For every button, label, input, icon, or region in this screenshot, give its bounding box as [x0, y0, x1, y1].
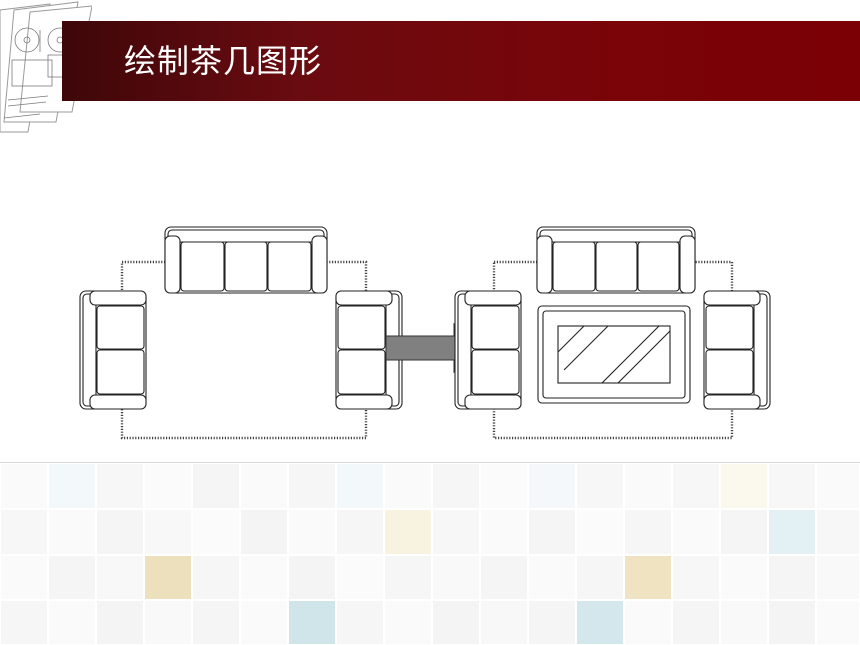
- three-seat-sofa: [164, 226, 328, 294]
- sofa-layout-with-table: [454, 226, 771, 440]
- sofa-layout-without-table: [79, 226, 403, 440]
- three-seat-sofa: [536, 226, 696, 294]
- title-bar: [62, 21, 860, 101]
- decorative-tile-background: [0, 463, 860, 645]
- left-two-seat-sofa: [454, 290, 522, 410]
- page-title: 绘制茶几图形: [124, 42, 323, 80]
- coffee-table: [537, 305, 691, 404]
- left-two-seat-sofa: [79, 290, 147, 410]
- right-two-seat-sofa: [703, 290, 771, 410]
